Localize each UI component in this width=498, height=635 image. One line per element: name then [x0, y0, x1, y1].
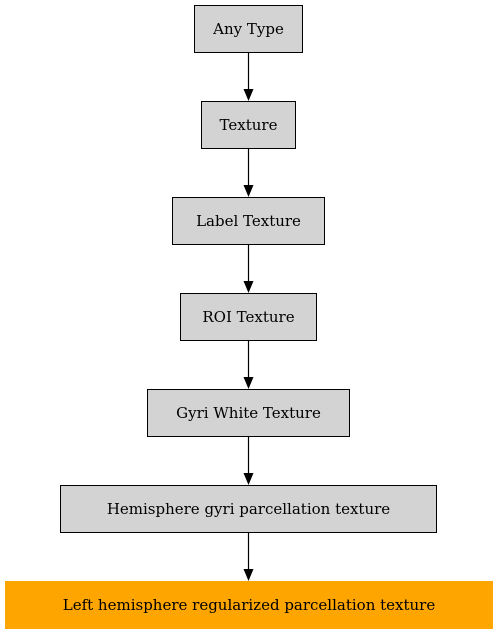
node-gyri-white-texture[interactable]: Gyri White Texture: [147, 389, 350, 437]
node-hemisphere-gyri-parcellation-texture[interactable]: Hemisphere gyri parcellation texture: [60, 485, 437, 533]
node-roi-texture[interactable]: ROI Texture: [180, 293, 317, 341]
node-any-type[interactable]: Any Type: [194, 5, 303, 53]
edge-any-type-to-texture: [243, 53, 254, 101]
edge-hemisphere-to-left-hemisphere-regularized: [243, 533, 254, 581]
node-texture[interactable]: Texture: [201, 101, 296, 149]
edge-label-texture-to-roi-texture: [243, 245, 254, 293]
edge-texture-to-label-texture: [243, 149, 254, 197]
edge-gyri-white-to-hemisphere-parcellation: [243, 437, 254, 485]
node-label-texture[interactable]: Label Texture: [172, 197, 325, 245]
node-left-hemisphere-regularized-parcellation-texture[interactable]: Left hemisphere regularized parcellation…: [5, 581, 493, 629]
edge-roi-texture-to-gyri-white-texture: [243, 341, 254, 389]
